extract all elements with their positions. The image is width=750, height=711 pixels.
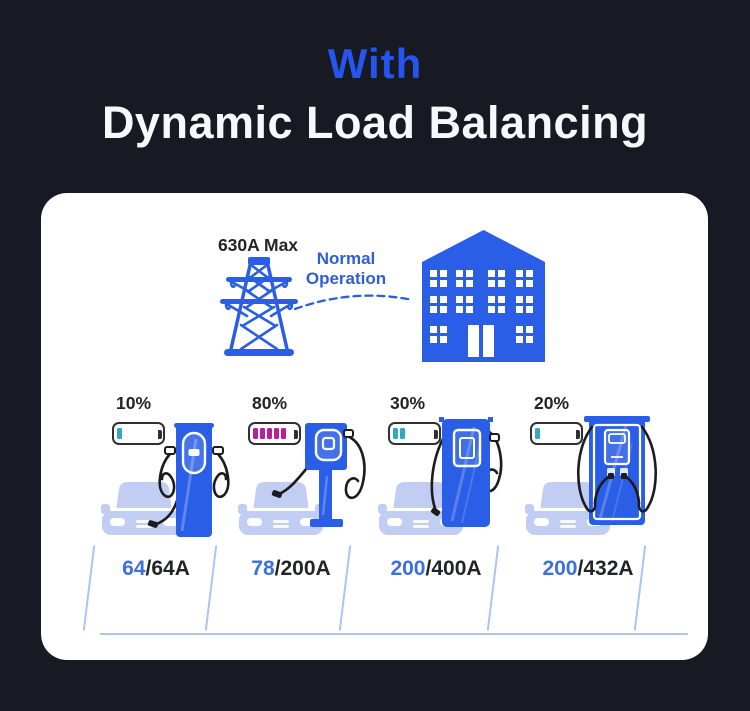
battery-icon bbox=[530, 422, 583, 446]
station-1: 10% bbox=[96, 393, 230, 643]
load-value: 200/400A bbox=[376, 557, 496, 581]
battery-icon bbox=[388, 422, 441, 446]
capacity-current: /64A bbox=[145, 557, 190, 580]
page-title: Dynamic Load Balancing bbox=[101, 97, 649, 148]
capacity-current: /200A bbox=[274, 557, 331, 580]
transmission-tower-icon bbox=[220, 257, 298, 356]
station-2: 80% bbox=[231, 393, 366, 643]
building-icon bbox=[422, 230, 545, 362]
dashed-flow-line bbox=[293, 294, 415, 311]
mode-label-line2: Operation bbox=[305, 269, 387, 289]
capacity-current: /400A bbox=[425, 557, 482, 580]
mode-label: Normal Operation bbox=[306, 249, 386, 290]
ev-charger-icon bbox=[577, 416, 657, 525]
car-icon bbox=[238, 482, 324, 535]
ev-charger-icon bbox=[147, 423, 230, 537]
capacity-current: /432A bbox=[577, 557, 634, 580]
supply-max-label: 630A Max bbox=[217, 235, 299, 255]
used-current: 78 bbox=[251, 557, 275, 580]
car-icon bbox=[101, 482, 187, 535]
battery-percent-label: 10% bbox=[116, 393, 152, 413]
load-value: 200/432A bbox=[528, 557, 648, 581]
parking-line bbox=[82, 545, 96, 631]
load-value: 64/64A bbox=[96, 557, 216, 581]
station-4: 20% bbox=[525, 393, 657, 643]
infographic-card: 630A Max Normal Operation bbox=[41, 193, 708, 660]
load-value: 78/200A bbox=[231, 557, 351, 581]
header-eyebrow: With bbox=[327, 40, 423, 87]
battery-percent-label: 80% bbox=[252, 393, 288, 413]
mode-label-line1: Normal bbox=[316, 249, 376, 268]
ground-line bbox=[100, 633, 688, 636]
used-current: 200 bbox=[542, 557, 578, 580]
battery-icon bbox=[112, 422, 165, 446]
battery-icon bbox=[248, 422, 301, 446]
ev-charger-icon bbox=[271, 423, 366, 527]
station-3: 30% bbox=[376, 393, 503, 643]
battery-percent-label: 30% bbox=[390, 393, 426, 413]
used-current: 200 bbox=[390, 557, 426, 580]
used-current: 64 bbox=[122, 557, 146, 580]
ev-charger-icon bbox=[430, 417, 503, 527]
battery-percent-label: 20% bbox=[534, 393, 570, 413]
